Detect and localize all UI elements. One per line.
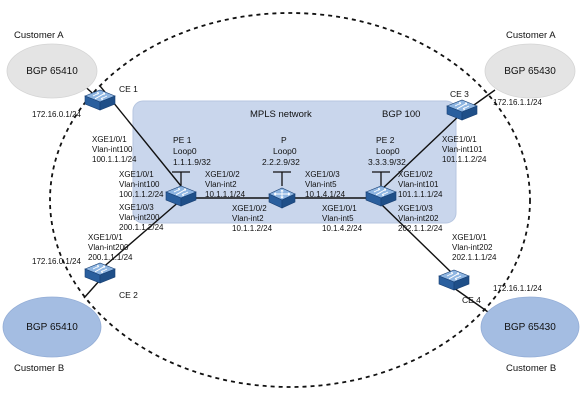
bgp-cloud-bottom-right-label: BGP 65430 xyxy=(504,322,556,333)
customer-label-bottom-right: Customer B xyxy=(506,363,556,374)
svg-text:Vlan-int202: Vlan-int202 xyxy=(398,214,439,223)
svg-text:Vlan-int2: Vlan-int2 xyxy=(205,180,237,189)
if-pe1-ce1: XGE1/0/1 Vlan-int100 100.1.1.2/24 xyxy=(119,170,164,199)
customer-label-top-right: Customer A xyxy=(506,30,556,41)
pe1-loopback: Loop0 xyxy=(173,146,197,156)
ce4-name: CE 4 xyxy=(462,295,481,305)
bgp-cloud-bottom-left-label: BGP 65410 xyxy=(26,322,78,333)
bgp-cloud-bottom-right xyxy=(480,296,580,358)
link-cloud-b1-ce2 xyxy=(83,279,101,299)
svg-text:XGE1/0/1: XGE1/0/1 xyxy=(92,135,127,144)
if-pe2-p: XGE1/0/1 Vlan-int5 10.1.4.2/24 xyxy=(322,204,363,233)
svg-text:Vlan-int200: Vlan-int200 xyxy=(119,213,160,222)
pe2-name: PE 2 xyxy=(376,135,395,145)
ce4-network: 172.16.1.1/24 xyxy=(493,284,542,293)
svg-text:Vlan-int5: Vlan-int5 xyxy=(322,214,354,223)
customer-label-bottom-left: Customer B xyxy=(14,363,64,374)
svg-text:10.1.4.2/24: 10.1.4.2/24 xyxy=(322,224,363,233)
svg-text:Vlan-int202: Vlan-int202 xyxy=(452,243,493,252)
link-pe1-ce2 xyxy=(99,199,182,271)
svg-text:XGE1/0/3: XGE1/0/3 xyxy=(119,203,154,212)
svg-text:200.1.1.1/24: 200.1.1.1/24 xyxy=(88,253,133,262)
if-p-pe2: XGE1/0/3 Vlan-int5 10.1.4.1/24 xyxy=(305,170,346,199)
svg-text:Vlan-int101: Vlan-int101 xyxy=(398,180,439,189)
svg-text:100.1.1.1/24: 100.1.1.1/24 xyxy=(92,155,137,164)
svg-text:Vlan-int5: Vlan-int5 xyxy=(305,180,337,189)
if-pe1-ce2: XGE1/0/3 Vlan-int200 200.1.1.2/24 xyxy=(119,203,164,232)
if-pe2-ce3: XGE1/0/2 Vlan-int101 101.1.1.1/24 xyxy=(398,170,443,199)
p-loopback: Loop0 xyxy=(273,146,297,156)
pe1-name: PE 1 xyxy=(173,135,192,145)
customer-label-top-left: Customer A xyxy=(14,30,64,41)
ce3-name: CE 3 xyxy=(450,89,469,99)
svg-text:10.1.1.2/24: 10.1.1.2/24 xyxy=(232,224,273,233)
svg-text:XGE1/0/1: XGE1/0/1 xyxy=(442,135,477,144)
pe2-loopback-ip: 3.3.3.9/32 xyxy=(368,157,406,167)
ce4-switch-icon[interactable] xyxy=(438,269,470,291)
svg-text:10.1.1.1/24: 10.1.1.1/24 xyxy=(205,190,246,199)
svg-text:XGE1/0/2: XGE1/0/2 xyxy=(205,170,240,179)
svg-text:101.1.1.1/24: 101.1.1.1/24 xyxy=(398,190,443,199)
svg-text:XGE1/0/1: XGE1/0/1 xyxy=(119,170,154,179)
if-ce1: XGE1/0/1 Vlan-int100 100.1.1.1/24 xyxy=(92,135,137,164)
ce2-name: CE 2 xyxy=(119,290,138,300)
pe2-loopback: Loop0 xyxy=(376,146,400,156)
ce2-network: 172.16.0.1/24 xyxy=(32,257,81,266)
svg-text:202.1.1.2/24: 202.1.1.2/24 xyxy=(398,224,443,233)
vpn-ring xyxy=(49,12,531,388)
link-cloud-a2-ce3 xyxy=(473,89,496,106)
link-pe2-ce4 xyxy=(380,203,455,276)
svg-text:200.1.1.2/24: 200.1.1.2/24 xyxy=(119,223,164,232)
svg-text:100.1.1.2/24: 100.1.1.2/24 xyxy=(119,190,164,199)
svg-text:XGE1/0/3: XGE1/0/3 xyxy=(305,170,340,179)
link-cloud-b2-ce4 xyxy=(453,287,489,313)
bgp-cloud-top-right xyxy=(484,43,576,99)
bgp-cloud-top-left-label: BGP 65410 xyxy=(26,66,78,77)
bgp-cloud-bottom-left xyxy=(2,296,102,358)
svg-text:202.1.1.1/24: 202.1.1.1/24 xyxy=(452,253,497,262)
bgp-cloud-top-right-label: BGP 65430 xyxy=(504,66,556,77)
if-ce3: XGE1/0/1 Vlan-int101 101.1.1.2/24 xyxy=(442,135,487,164)
ce3-network: 172.16.1.1/24 xyxy=(493,98,542,107)
if-pe1-p: XGE1/0/2 Vlan-int2 10.1.1.1/24 xyxy=(205,170,246,199)
ce1-name: CE 1 xyxy=(119,84,138,94)
svg-text:XGE1/0/1: XGE1/0/1 xyxy=(88,233,123,242)
if-ce4: XGE1/0/1 Vlan-int202 202.1.1.1/24 xyxy=(452,233,497,262)
svg-text:XGE1/0/1: XGE1/0/1 xyxy=(452,233,487,242)
svg-text:Vlan-int100: Vlan-int100 xyxy=(92,145,133,154)
pe1-loopback-ip: 1.1.1.9/32 xyxy=(173,157,211,167)
svg-text:XGE1/0/2: XGE1/0/2 xyxy=(398,170,433,179)
p-name: P xyxy=(281,135,287,145)
link-pe2-ce3 xyxy=(380,112,463,191)
svg-text:101.1.1.2/24: 101.1.1.2/24 xyxy=(442,155,487,164)
if-ce2: XGE1/0/1 Vlan-int200 200.1.1.1/24 xyxy=(88,233,133,262)
svg-text:XGE1/0/2: XGE1/0/2 xyxy=(232,204,267,213)
if-p-pe1: XGE1/0/2 Vlan-int2 10.1.1.2/24 xyxy=(232,204,273,233)
if-pe2-ce4: XGE1/0/3 Vlan-int202 202.1.1.2/24 xyxy=(398,204,443,233)
svg-text:Vlan-int101: Vlan-int101 xyxy=(442,145,483,154)
mpls-network-title: MPLS network xyxy=(250,109,312,120)
svg-text:Vlan-int200: Vlan-int200 xyxy=(88,243,129,252)
svg-text:XGE1/0/3: XGE1/0/3 xyxy=(398,204,433,213)
svg-text:10.1.4.1/24: 10.1.4.1/24 xyxy=(305,190,346,199)
ce1-switch-icon[interactable] xyxy=(84,89,116,111)
ce1-network: 172.16.0.1/24 xyxy=(32,110,81,119)
mpls-as-label: BGP 100 xyxy=(382,109,420,120)
svg-text:XGE1/0/1: XGE1/0/1 xyxy=(322,204,357,213)
ce2-switch-icon[interactable] xyxy=(84,262,116,284)
svg-text:Vlan-int2: Vlan-int2 xyxy=(232,214,264,223)
p-loopback-ip: 2.2.2.9/32 xyxy=(262,157,300,167)
bgp-cloud-top-left xyxy=(6,43,98,99)
svg-text:Vlan-int100: Vlan-int100 xyxy=(119,180,160,189)
